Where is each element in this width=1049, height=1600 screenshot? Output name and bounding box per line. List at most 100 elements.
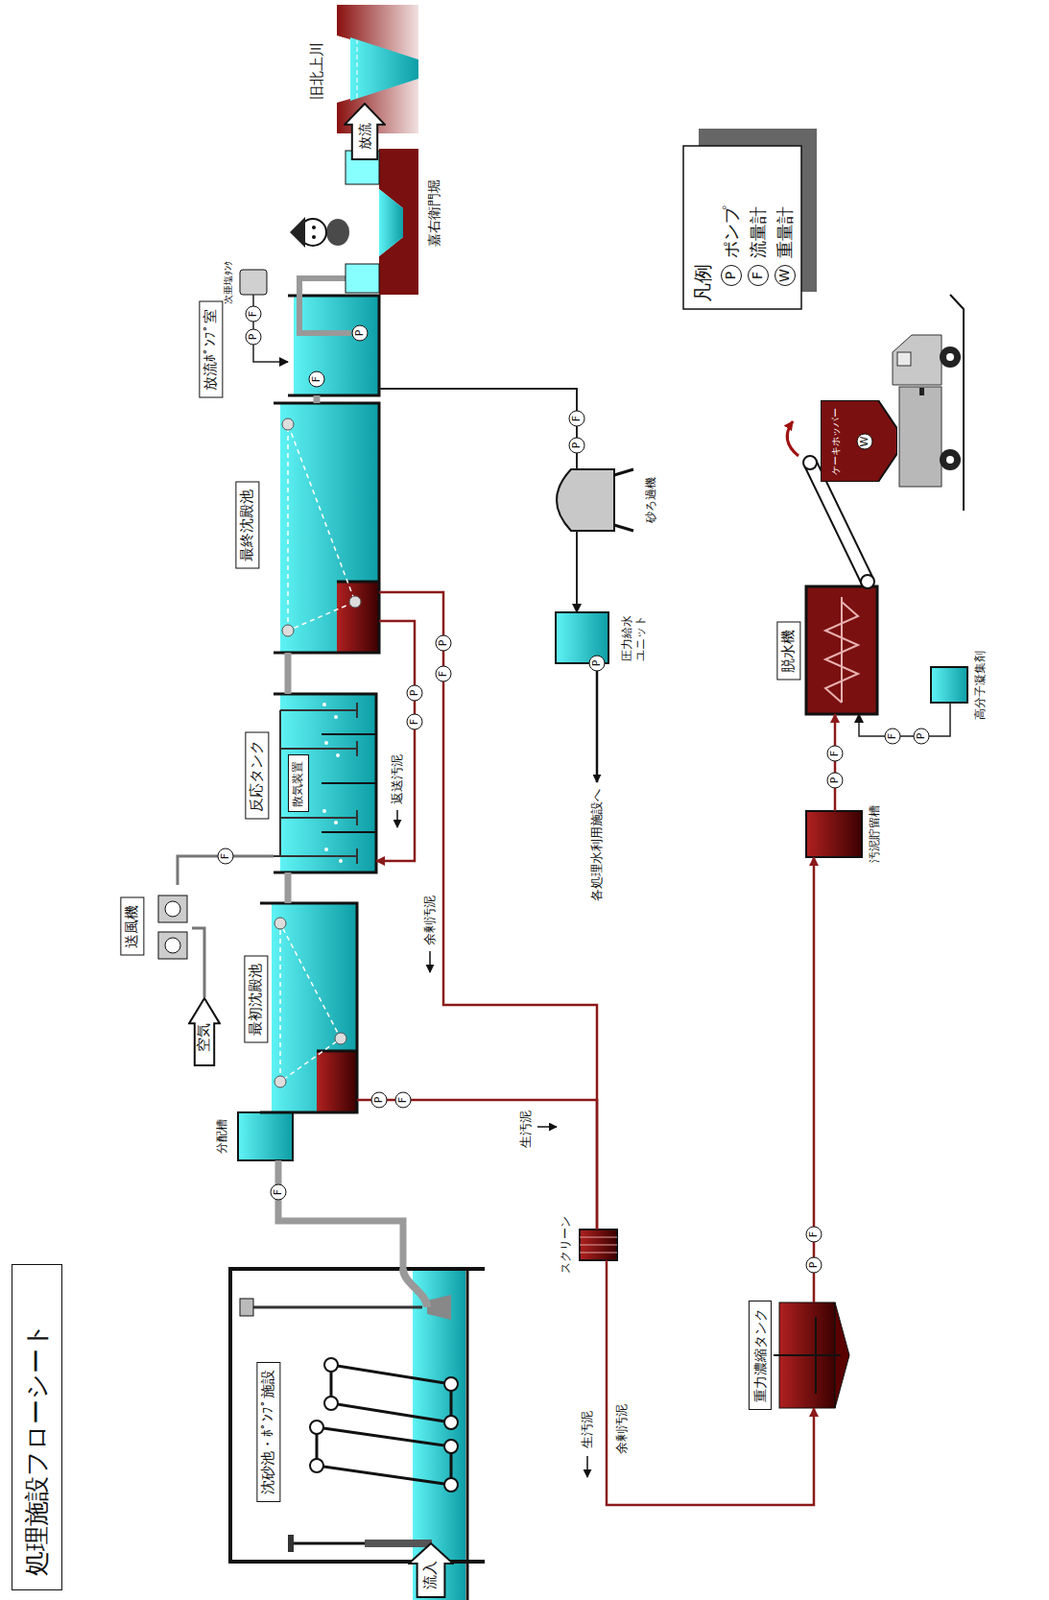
instrument-symbol: F	[406, 714, 424, 731]
legend-text: ポンプ	[721, 206, 742, 259]
instrument-symbol: F	[569, 410, 586, 428]
instrument-symbol: P	[245, 329, 263, 346]
blower	[165, 937, 181, 954]
conveyor	[786, 421, 799, 456]
grit-chamber	[444, 1415, 458, 1430]
instrument-symbol: P	[371, 1092, 388, 1109]
instrument-symbol: P	[435, 635, 453, 652]
reaction-tank	[273, 693, 377, 873]
node-label: スクリーン	[559, 1215, 573, 1274]
sludge-storage	[806, 810, 862, 858]
note-label: 凡例	[691, 263, 715, 303]
sludge-line	[357, 1099, 597, 1230]
primary-clarifier	[274, 917, 287, 930]
truck	[946, 353, 954, 361]
grit-chamber	[251, 1306, 423, 1310]
instrument-symbol: P	[589, 655, 606, 672]
node-label: 流入	[422, 1560, 439, 1590]
reaction-tank	[322, 809, 327, 813]
instrument-symbol: P	[352, 325, 369, 342]
grit-chamber	[309, 1420, 324, 1434]
node-label: 沈砂池・ﾎﾟﾝﾌﾟ施設	[256, 1361, 281, 1502]
final-clarifier	[287, 424, 356, 631]
reaction-tank	[273, 702, 358, 864]
node-label: 送風機	[119, 897, 144, 956]
truck	[897, 352, 911, 366]
instrument-symbol: P	[569, 437, 586, 454]
node-label: 重力濃縮タンク	[748, 1300, 772, 1410]
kaemon-canal	[345, 263, 380, 293]
line-label: 余剰汚泥	[423, 893, 438, 948]
primary-clarifier	[260, 903, 358, 1113]
truck	[892, 294, 964, 511]
final-clarifier: 最終沈殿池	[273, 403, 380, 653]
canal: 嘉右衛門堀	[345, 150, 419, 295]
mascot	[326, 218, 350, 246]
instrument-symbol: F	[884, 728, 902, 745]
instrument-symbol: W	[774, 264, 796, 287]
primary-clarifier	[271, 903, 358, 1113]
dewaterer	[806, 586, 878, 715]
discharge-pump-room	[299, 278, 352, 334]
cake-hopper: ケーキホッパーW	[820, 400, 898, 482]
sludge-line	[834, 714, 837, 811]
legend-text: 流量計	[748, 206, 769, 259]
line-label: 返送汚泥	[390, 752, 406, 807]
blower	[158, 931, 188, 959]
node-label: 分配槽	[215, 1119, 230, 1154]
distribution-tank: 分配槽	[238, 1112, 293, 1161]
instrument-symbol: F	[435, 666, 453, 683]
grit-chamber	[287, 1534, 294, 1552]
thickener: 重力濃縮タンク	[779, 1302, 850, 1408]
truck	[946, 455, 954, 464]
blower	[158, 895, 188, 959]
reaction-tank	[324, 740, 329, 745]
instrument-symbol: F	[309, 371, 326, 388]
grit-chamber	[444, 1478, 458, 1492]
grit-chamber	[324, 1358, 338, 1372]
river: 旧北上川	[336, 4, 419, 134]
arrow-shape	[344, 103, 385, 160]
reaction-tank	[333, 820, 338, 825]
water-line	[575, 530, 578, 613]
blower	[158, 895, 188, 923]
node-label: ケーキホッパー	[830, 407, 842, 476]
instrument-symbol: P	[827, 772, 844, 789]
mascot	[289, 216, 306, 248]
reaction-tank	[338, 858, 343, 863]
final-clarifier	[349, 596, 361, 608]
screen	[579, 1237, 618, 1253]
kaemon-canal	[379, 148, 419, 295]
chem-line	[253, 294, 288, 362]
discharge-pump-room	[239, 269, 267, 295]
polymer-tank: 高分子凝集剤	[930, 667, 968, 703]
primary-clarifier	[280, 923, 341, 1082]
mascot	[289, 216, 350, 248]
instrument-symbol: F	[827, 745, 844, 763]
river	[357, 40, 358, 98]
blower: 送風機	[151, 884, 192, 967]
reaction-tank	[322, 702, 343, 863]
truck	[939, 449, 961, 471]
sludge-line	[379, 592, 597, 1230]
node-label: 汚泥貯留槽	[868, 805, 883, 863]
kaemon-canal	[345, 148, 419, 295]
truck	[950, 294, 964, 511]
instrument-symbol: F	[806, 1226, 823, 1243]
reaction-tank	[333, 715, 338, 719]
pressure-unit	[555, 612, 609, 783]
gravity-thickener	[773, 1302, 850, 1408]
primary-clarifier	[260, 903, 358, 1113]
pump-room: 放流ﾎﾟﾝﾌﾟ室	[287, 295, 380, 396]
grit-chamber	[316, 1427, 452, 1485]
sand-filter: 砂ろ過機	[546, 469, 634, 531]
mascot	[311, 235, 316, 239]
conveyor	[803, 455, 817, 470]
instrument-symbol: P	[913, 728, 930, 745]
dewaterer: 脱水機	[806, 586, 878, 715]
grit-chamber	[331, 1364, 452, 1423]
instrument-symbol: P	[720, 264, 742, 287]
screen	[579, 1229, 618, 1261]
node-label: 散気装置	[291, 761, 306, 808]
inflow-arrow: 流入	[407, 1542, 454, 1598]
